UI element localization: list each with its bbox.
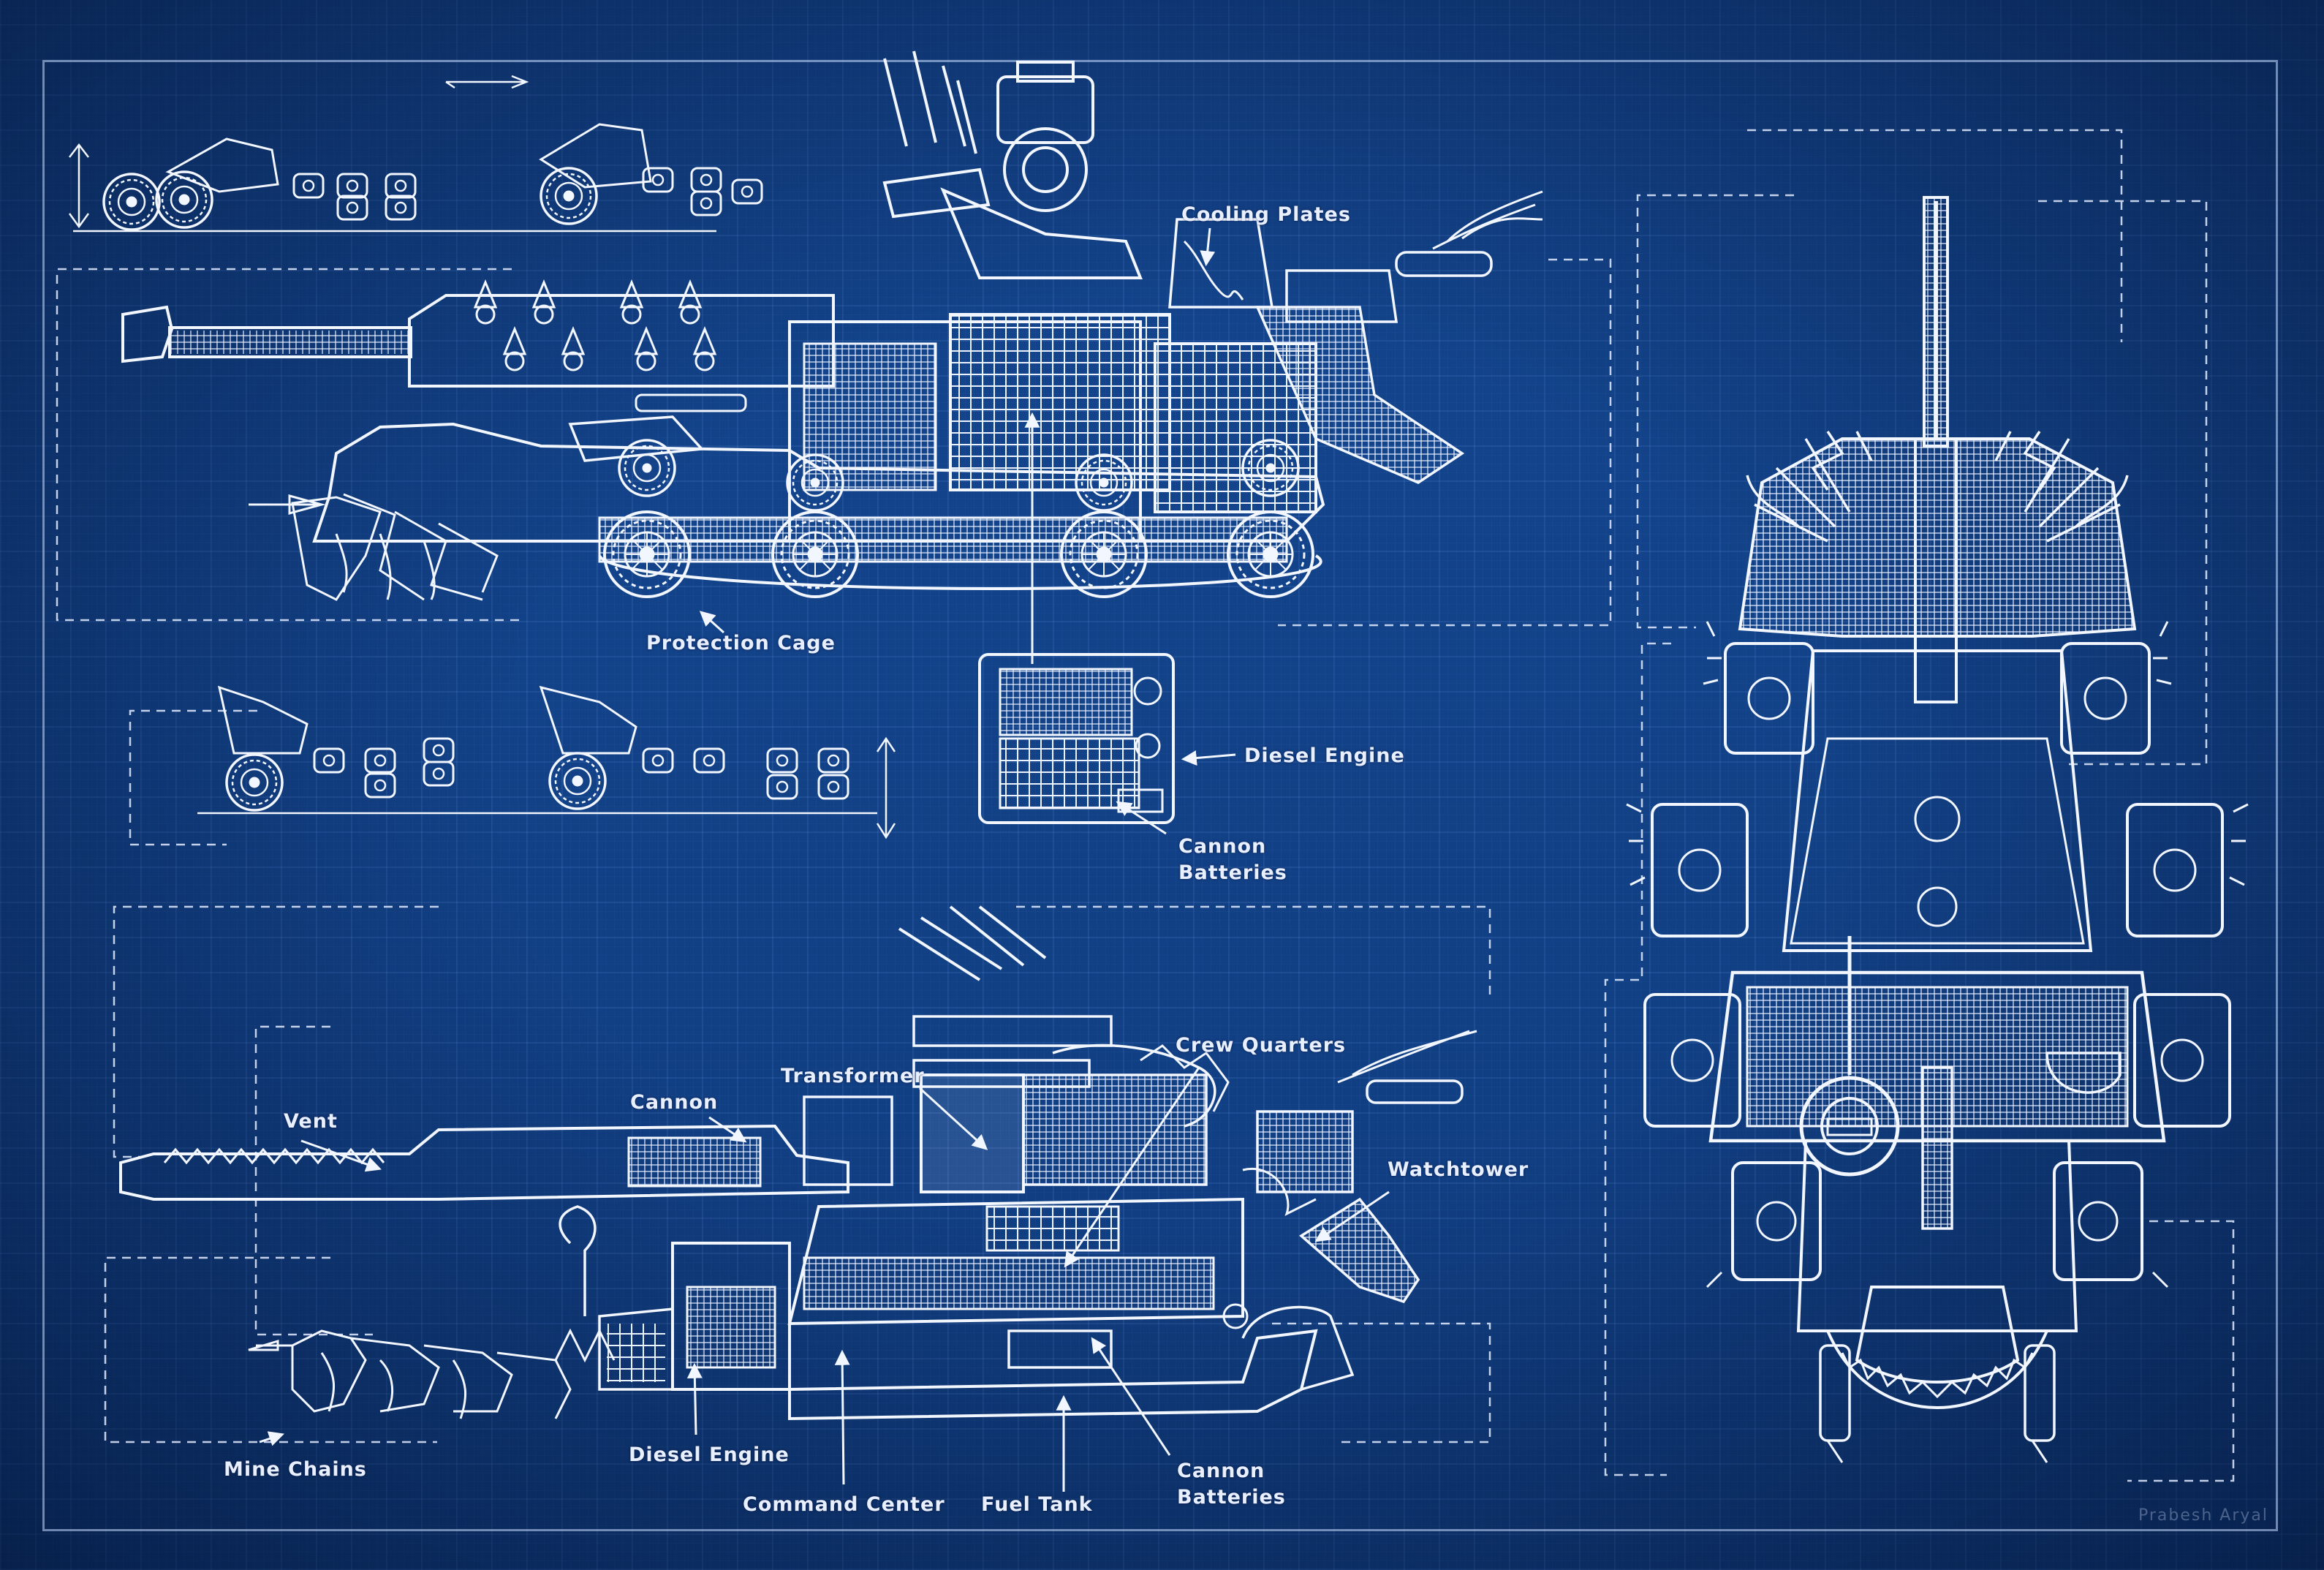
label-cannon: Cannon	[630, 1091, 719, 1114]
label-cannon-batteries-bottom-line1: Cannon	[1177, 1460, 1265, 1482]
label-vent: Vent	[284, 1110, 338, 1133]
label-cannon-batteries-bottom: Cannon Batteries	[1177, 1458, 1286, 1511]
label-cooling-plates: Cooling Plates	[1181, 203, 1351, 226]
artist-signature: Prabesh Aryal	[2138, 1506, 2268, 1525]
label-watchtower: Watchtower	[1388, 1158, 1529, 1181]
label-protection-cage: Protection Cage	[646, 632, 836, 654]
label-command-center: Command Center	[743, 1493, 945, 1516]
label-mine-chains: Mine Chains	[224, 1458, 367, 1481]
label-cannon-batteries-top-line2: Batteries	[1178, 861, 1287, 884]
label-crew-quarters: Crew Quarters	[1176, 1034, 1347, 1057]
label-cannon-batteries-top-line1: Cannon	[1178, 835, 1267, 858]
label-transformer: Transformer	[781, 1065, 925, 1087]
label-cannon-batteries-top: Cannon Batteries	[1178, 834, 1287, 886]
label-fuel-tank: Fuel Tank	[981, 1493, 1093, 1516]
label-diesel-engine-bottom: Diesel Engine	[629, 1443, 790, 1466]
label-cannon-batteries-bottom-line2: Batteries	[1177, 1486, 1286, 1509]
label-diesel-engine-top: Diesel Engine	[1244, 744, 1405, 767]
blueprint-border	[42, 60, 2278, 1531]
